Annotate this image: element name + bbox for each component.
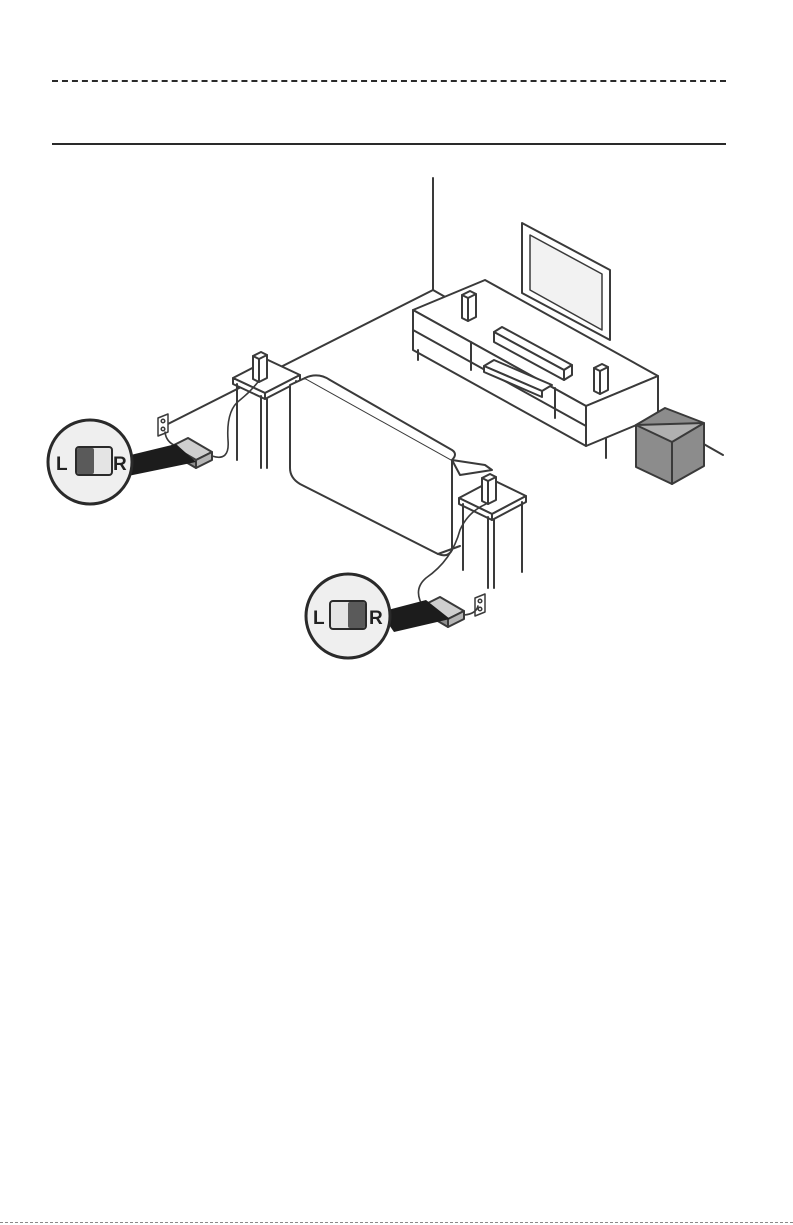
room-setup-illustration: L R L R xyxy=(0,170,793,670)
media-console xyxy=(413,280,658,458)
page-bottom-edge xyxy=(0,1222,793,1223)
speaker-icon xyxy=(482,474,496,504)
speaker-icon xyxy=(462,291,476,321)
sofa xyxy=(290,375,492,555)
power-outlet-icon xyxy=(475,594,485,616)
switch-label-left: L xyxy=(56,454,68,475)
power-outlet-icon xyxy=(158,414,168,436)
switch-label-right: R xyxy=(113,454,127,475)
dashed-divider xyxy=(52,80,726,82)
subwoofer-icon xyxy=(636,408,704,484)
speaker-icon xyxy=(594,364,608,394)
switch-label-left: L xyxy=(313,608,325,629)
switch-label-right: R xyxy=(369,608,383,629)
section-divider xyxy=(52,143,726,145)
speaker-icon xyxy=(253,352,267,382)
